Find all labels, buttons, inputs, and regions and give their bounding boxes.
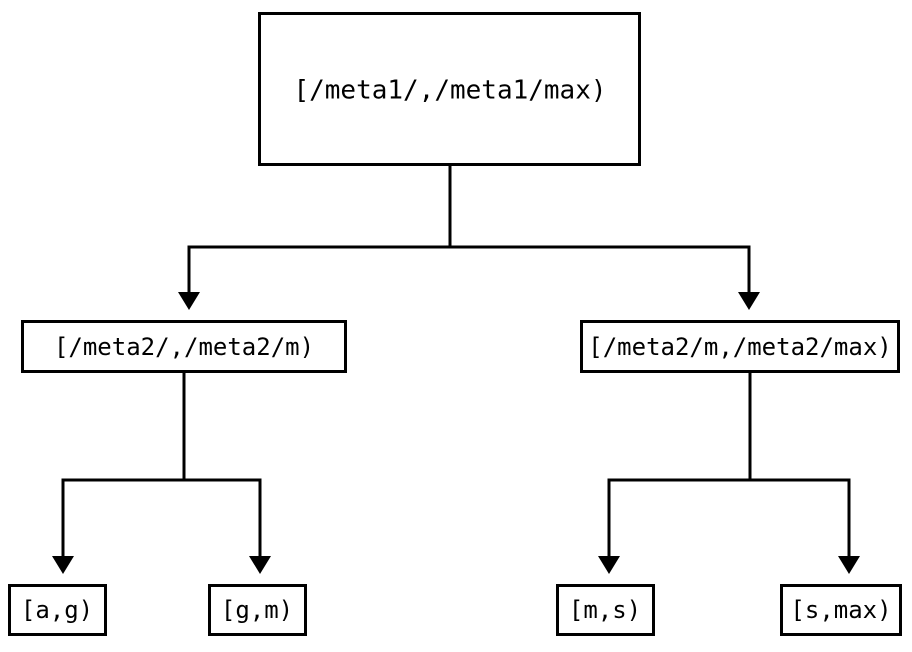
edge-right-stem-path [607, 373, 752, 556]
node-mid-left[interactable]: [/meta2/,/meta2/m) [21, 320, 347, 373]
node-root[interactable]: [/meta1/,/meta1/max) [258, 12, 641, 166]
edge-mid-left-to-leaf-2 [184, 478, 271, 574]
node-mid-left-label: [/meta2/,/meta2/m) [54, 333, 314, 361]
arrowhead-leaf-1-icon [52, 556, 74, 574]
node-leaf-a-g-label: [a,g) [21, 596, 93, 624]
node-leaf-s-max-label: [s,max) [790, 596, 891, 624]
node-leaf-g-m-box [208, 584, 307, 636]
node-mid-right[interactable]: [/meta2/m,/meta2/max) [580, 320, 900, 373]
node-mid-right-box [580, 320, 900, 373]
arrowhead-leaf-3-icon [598, 556, 620, 574]
edge-mid-right-to-leaf-4 [750, 478, 860, 574]
node-leaf-s-max-box [780, 584, 902, 636]
edge-left-right-branch-path [184, 478, 262, 556]
edge-root-to-mid-right [450, 245, 760, 310]
node-root-box [258, 12, 641, 166]
edge-mid-right-to-leaf-3 [598, 373, 752, 574]
arrowhead-leaf-2-icon [249, 556, 271, 574]
arrowhead-mid-right-icon [738, 292, 760, 310]
node-leaf-m-s[interactable]: [m,s) [556, 584, 655, 636]
node-leaf-s-max[interactable]: [s,max) [780, 584, 902, 636]
node-root-label: [/meta1/,/meta1/max) [293, 76, 606, 106]
arrowhead-leaf-4-icon [838, 556, 860, 574]
node-leaf-m-s-box [556, 584, 655, 636]
edge-mid-left-to-leaf-1 [52, 373, 186, 574]
node-leaf-a-g[interactable]: [a,g) [8, 584, 107, 636]
node-mid-right-label: [/meta2/m,/meta2/max) [588, 333, 891, 361]
edge-root-to-mid-left [178, 166, 452, 310]
edge-left-stem-path [61, 373, 186, 556]
node-leaf-a-g-box [8, 584, 107, 636]
node-leaf-g-m[interactable]: [g,m) [208, 584, 307, 636]
node-mid-left-box [21, 320, 347, 373]
node-leaf-m-s-label: [m,s) [569, 596, 641, 624]
arrowhead-mid-left-icon [178, 292, 200, 310]
edge-root-right-path [450, 245, 751, 292]
edge-right-right-branch-path [750, 478, 851, 556]
edge-root-stem-path [187, 166, 452, 292]
node-leaf-g-m-label: [g,m) [221, 596, 293, 624]
